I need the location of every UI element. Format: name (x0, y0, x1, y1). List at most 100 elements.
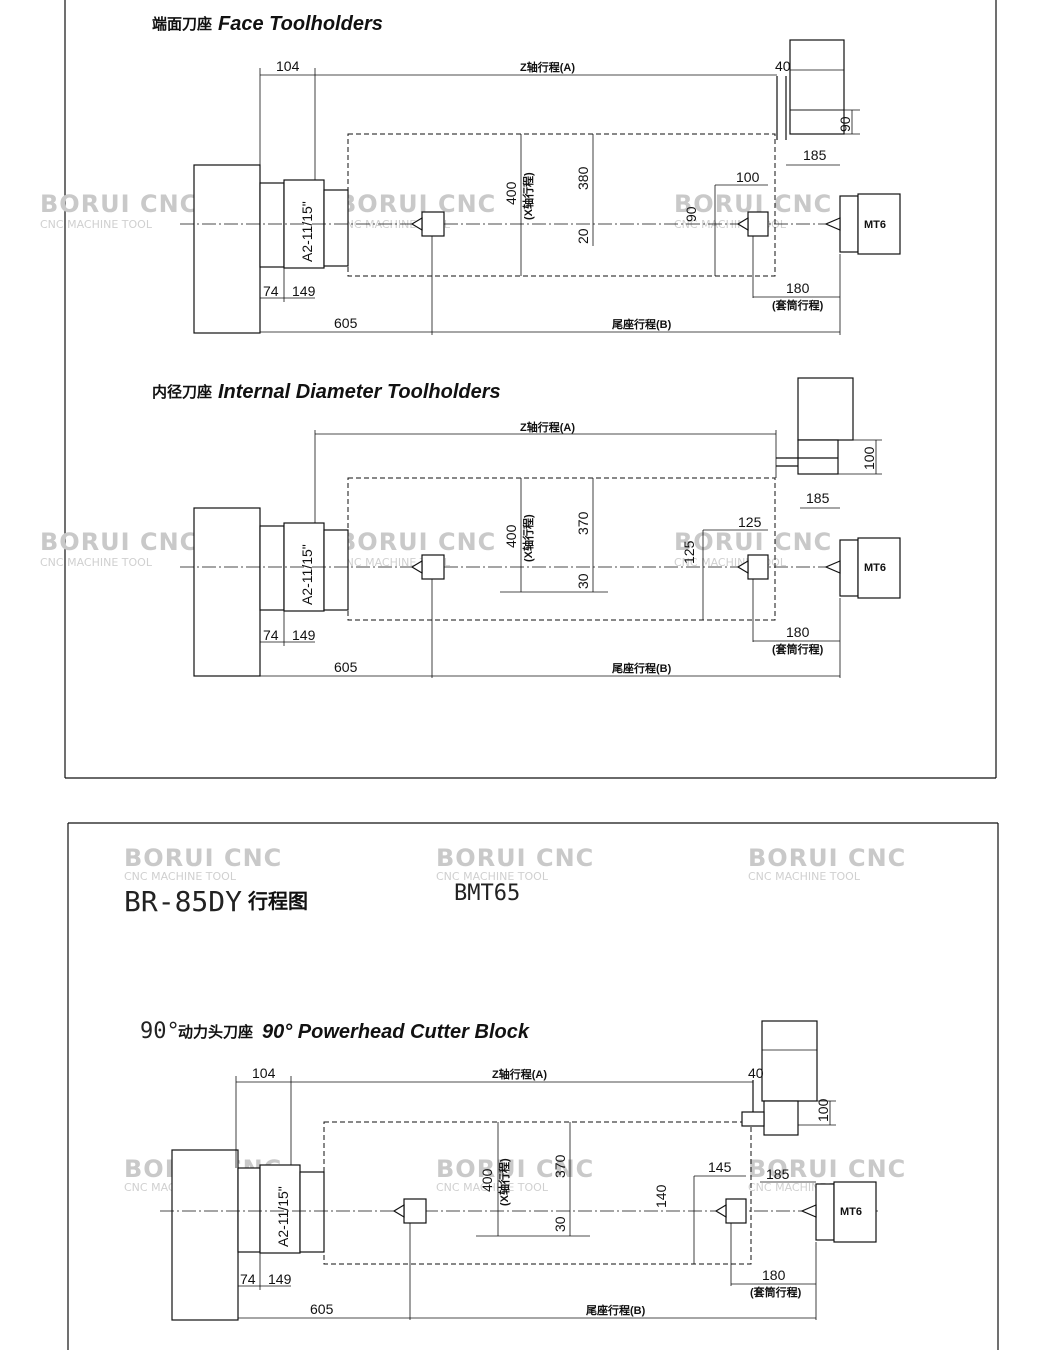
dim-tailstock-travel: 尾座行程(B) (611, 317, 672, 331)
dim-370: 370 (575, 511, 591, 535)
dim-104: 104 (276, 58, 300, 74)
tool-tip-right (736, 559, 749, 575)
tool-travel-envelope (323, 1121, 752, 1265)
spindle-flange (237, 1167, 261, 1253)
dim-100: 100 (815, 1098, 831, 1122)
tool-tip-left (392, 1203, 405, 1219)
dim-180: 180 (786, 624, 810, 640)
dim-605: 605 (334, 315, 358, 331)
watermark-logo: BORUI CNC (748, 844, 906, 872)
turret-block (789, 39, 845, 135)
dim-40: 40 (748, 1065, 764, 1081)
watermark-group-1: BORUI CNC CNC MACHINE TOOL BORUI CNC CNC… (40, 190, 832, 569)
tool-holder-right (747, 554, 769, 580)
spindle-label: A2-11/15" (275, 1186, 291, 1247)
watermark-subtitle: CNC MACHINE TOOL (40, 556, 153, 569)
dim-74: 74 (240, 1271, 256, 1287)
face-toolholders-diagram: 端面刀座 Face Toolholders A2-11/15" MT6 (152, 13, 901, 335)
tool-travel-envelope (347, 133, 776, 277)
chuck-jaw (323, 529, 349, 611)
dim-370: 370 (552, 1154, 568, 1178)
dim-x-travel: (X轴行程) (521, 514, 535, 562)
dim-z-travel: Z轴行程(A) (520, 420, 575, 434)
powerhead-diagram: 90° 动力头刀座 90° Powerhead Cutter Block A2-… (140, 1019, 880, 1321)
dim-140: 140 (653, 1184, 669, 1208)
dim-30: 30 (575, 573, 591, 589)
tool-holder-right (747, 211, 769, 237)
dim-z-travel: Z轴行程(A) (492, 1067, 547, 1081)
dim-quill-travel: (套筒行程) (772, 298, 824, 312)
dim-380: 380 (575, 166, 591, 190)
tailstock-body (857, 537, 901, 599)
dim-185: 185 (806, 490, 830, 506)
tailstock-body (857, 193, 901, 255)
dim-149: 149 (292, 283, 316, 299)
tool-tip-left (410, 216, 423, 232)
watermark-subtitle: CNC MACHINE TOOL (436, 870, 549, 883)
dim-30: 30 (552, 1216, 568, 1232)
diagram-title-en: Face Toolholders (218, 13, 383, 35)
turret-model: BMT65 (454, 881, 520, 906)
tool-holder-left (421, 554, 445, 580)
chuck-jaw (299, 1171, 325, 1253)
watermark-subtitle: CNC MACHINE TOOL (748, 870, 861, 883)
dim-125-horizontal: 125 (738, 514, 762, 530)
watermark-logo: BORUI CNC (436, 1155, 594, 1183)
watermark-logo: BORUI CNC (436, 844, 594, 872)
diagram-title-en: Internal Diameter Toolholders (218, 381, 501, 403)
watermark-logo: BORUI CNC (338, 528, 496, 556)
watermark-logo: BORUI CNC (674, 528, 832, 556)
dim-40: 40 (775, 58, 791, 74)
diagram-title-prefix: 90° (140, 1019, 180, 1044)
tailstock-quill (815, 1183, 835, 1241)
dim-149: 149 (268, 1271, 292, 1287)
watermark-logo: BORUI CNC (748, 1155, 906, 1183)
dim-90-top: 90 (837, 116, 853, 132)
diagram-title-en: 90° Powerhead Cutter Block (262, 1021, 530, 1043)
dim-605: 605 (334, 659, 358, 675)
dim-tailstock-travel: 尾座行程(B) (611, 661, 672, 675)
dim-180: 180 (762, 1267, 786, 1283)
dim-185: 185 (803, 147, 827, 163)
diagram-title-cn: 端面刀座 (152, 15, 212, 33)
dim-400: 400 (503, 181, 519, 205)
dim-x-travel: (X轴行程) (497, 1158, 511, 1206)
spindle-flange (259, 525, 285, 611)
spindle-label: A2-11/15" (299, 201, 315, 262)
dim-185: 185 (766, 1166, 790, 1182)
dim-20: 20 (575, 228, 591, 244)
dim-145: 145 (708, 1159, 732, 1175)
tailstock-center (824, 217, 841, 231)
chuck-body (171, 1149, 239, 1321)
chuck-jaw (323, 189, 349, 267)
spindle-label: A2-11/15" (299, 544, 315, 605)
dim-400: 400 (503, 524, 519, 548)
dim-125-vertical: 125 (681, 540, 697, 564)
dim-605: 605 (310, 1301, 334, 1317)
tool-holder-left (421, 211, 445, 237)
watermark-logo: BORUI CNC (124, 844, 282, 872)
internal-diameter-diagram: 内径刀座 Internal Diameter Toolholders A2-11… (152, 377, 901, 678)
turret-block (761, 1020, 818, 1102)
powerhead-unit (763, 1100, 799, 1136)
tool-tip-left (410, 559, 423, 575)
diagram-title-cn: 动力头刀座 (178, 1023, 253, 1041)
dim-90-side: 90 (683, 206, 699, 222)
dim-quill-travel: (套筒行程) (750, 1285, 802, 1299)
dim-74: 74 (263, 283, 279, 299)
tool-tip-right (736, 216, 749, 232)
chuck-body (193, 507, 261, 677)
turret-block (797, 377, 854, 441)
tool-holder-left (403, 1198, 427, 1224)
dim-x-travel: (X轴行程) (521, 172, 535, 220)
model-heading: BR-85DY (124, 885, 242, 918)
tailstock-label: MT6 (864, 219, 886, 231)
watermark-subtitle: CNC MACHINE TOOL (40, 218, 153, 231)
watermark-logo: BORUI CNC (40, 190, 198, 218)
tailstock-label: MT6 (840, 1206, 862, 1218)
tool-holder-right (725, 1198, 747, 1224)
dim-tailstock-travel: 尾座行程(B) (585, 1303, 646, 1317)
spindle-nose (259, 1164, 301, 1254)
dim-100: 100 (861, 446, 877, 470)
